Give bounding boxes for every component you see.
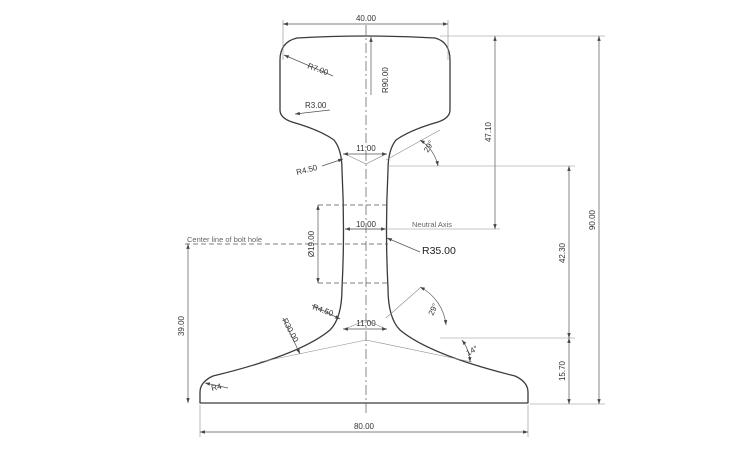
lower-fillet-leader [311, 304, 341, 320]
toe-leader [204, 382, 229, 389]
flange-height-label: 15.70 [558, 360, 567, 381]
upper-angle-slope-line [385, 129, 441, 161]
head-width-label: 40.00 [356, 14, 377, 23]
web-middle-width-label: 10.00 [356, 220, 377, 229]
lower-angle-label: 29° [427, 302, 440, 317]
web-bottom-width-label: 11.00 [356, 319, 376, 328]
bolt-height-label: 39.00 [177, 315, 186, 336]
upper-height-label: 47.10 [484, 121, 493, 142]
crown-radius-label: R90.00 [381, 67, 390, 93]
upper-angle-label: 29° [422, 139, 436, 154]
upper-fillet-radius-label: R4.50 [295, 163, 318, 177]
web-top-width-label: 11.00 [356, 144, 376, 153]
total-height-label: 90.00 [588, 209, 597, 230]
web-bottom-v [344, 319, 387, 330]
lower-height-label: 42.30 [558, 242, 567, 263]
web-top-v [344, 153, 387, 165]
rail-profile-outline [199, 35, 529, 404]
neutral-axis-note: Neutral Axis [412, 220, 452, 229]
toe-radius-label: R4 [210, 382, 223, 393]
head-under-radius-label: R3.00 [305, 101, 327, 110]
lower-angle-arc [419, 286, 448, 326]
head-corner-radius-label: R7.00 [306, 61, 330, 77]
head-under-leader [294, 109, 331, 116]
upper-fillet-leader [321, 158, 344, 167]
lower-fillet-radius-label: R4.50 [311, 302, 335, 318]
web-radius-label: R35.00 [422, 245, 456, 257]
lower-angle-slope-line [385, 287, 421, 319]
base-fillet-radius-label: R30.00 [280, 317, 300, 344]
upper-angle-arc [419, 139, 439, 167]
flange-angle-arc [461, 339, 472, 363]
flange-angle-label: 14° [465, 344, 480, 358]
bolt-centerline-note: Center line of bolt hole [187, 235, 262, 244]
head-corner-leader [283, 54, 334, 77]
web-radius-leader [386, 237, 421, 253]
flange-slope-lines [259, 339, 473, 363]
base-fillet-leader [282, 317, 301, 355]
bolt-diameter-label: Ø19.00 [307, 230, 316, 257]
base-width-label: 80.00 [354, 422, 375, 431]
